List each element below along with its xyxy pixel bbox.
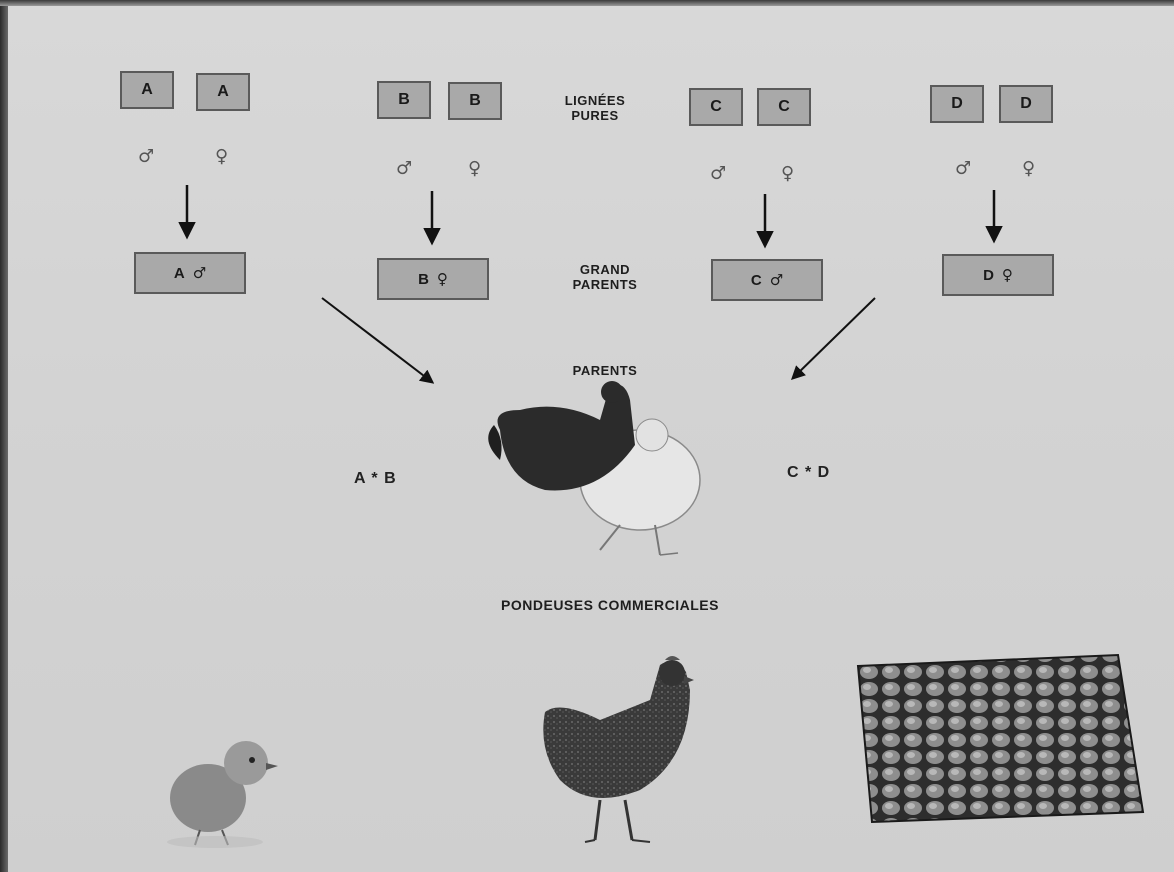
- parents-hens-illustration: [488, 381, 700, 555]
- eggs-tray-photo: [858, 655, 1143, 822]
- laying-hen-illustration: [543, 656, 694, 842]
- arrow-cd-to-parents: [793, 298, 875, 378]
- chick-illustration: [167, 741, 278, 848]
- arrow-ab-to-parents: [322, 298, 432, 382]
